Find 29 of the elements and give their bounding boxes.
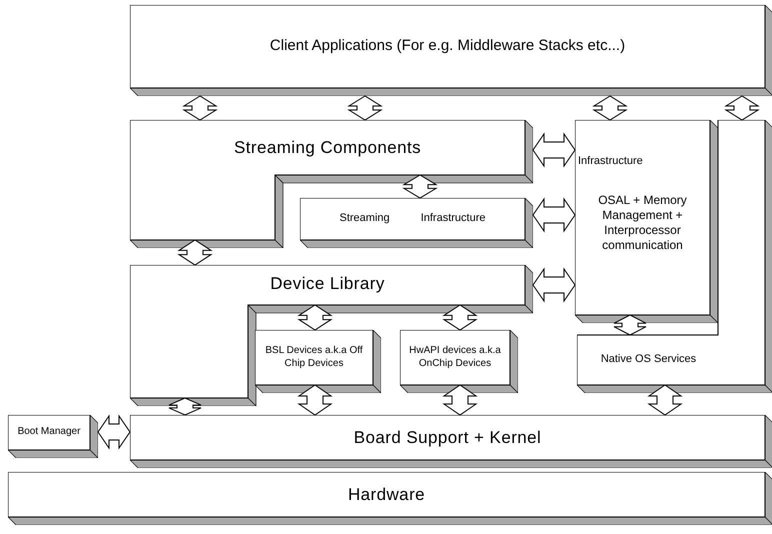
block-label: Hardware: [348, 484, 426, 506]
double-arrow: [177, 239, 213, 266]
double-arrow: [532, 197, 576, 233]
double-arrow: [532, 267, 576, 303]
double-arrow: [724, 95, 760, 121]
block-label: Native OS Services: [600, 353, 696, 367]
double-arrow: [297, 384, 333, 416]
block-label: Device Library: [270, 273, 385, 295]
double-arrow: [97, 414, 131, 450]
block-label: OSAL + Memory Management + Interprocessor communication: [597, 193, 688, 253]
double-arrow: [402, 174, 438, 199]
block-label: Streaming Components: [234, 136, 422, 158]
double-arrow: [614, 314, 646, 336]
double-arrow: [347, 95, 383, 121]
block-label: Board Support + Kernel: [354, 426, 542, 448]
block-label: Client Applications (For e.g. Middleware Stacks etc...): [270, 37, 626, 56]
double-arrow: [592, 95, 628, 121]
double-arrow: [647, 384, 683, 416]
block-label: Infrastructure: [578, 155, 643, 169]
block-label: BSL Devices a.k.a Off Chip Devices: [264, 345, 364, 370]
double-arrow: [442, 304, 478, 331]
block-label: HwAPI devices a.k.a OnChip Devices: [408, 345, 502, 370]
double-arrow: [297, 304, 333, 331]
double-arrow: [182, 95, 218, 121]
double-arrow: [442, 384, 478, 416]
double-arrow: [532, 132, 576, 168]
block-label: Streaming Infrastructure: [340, 212, 486, 226]
double-arrow: [168, 397, 202, 416]
block-label: Boot Manager: [18, 426, 80, 439]
